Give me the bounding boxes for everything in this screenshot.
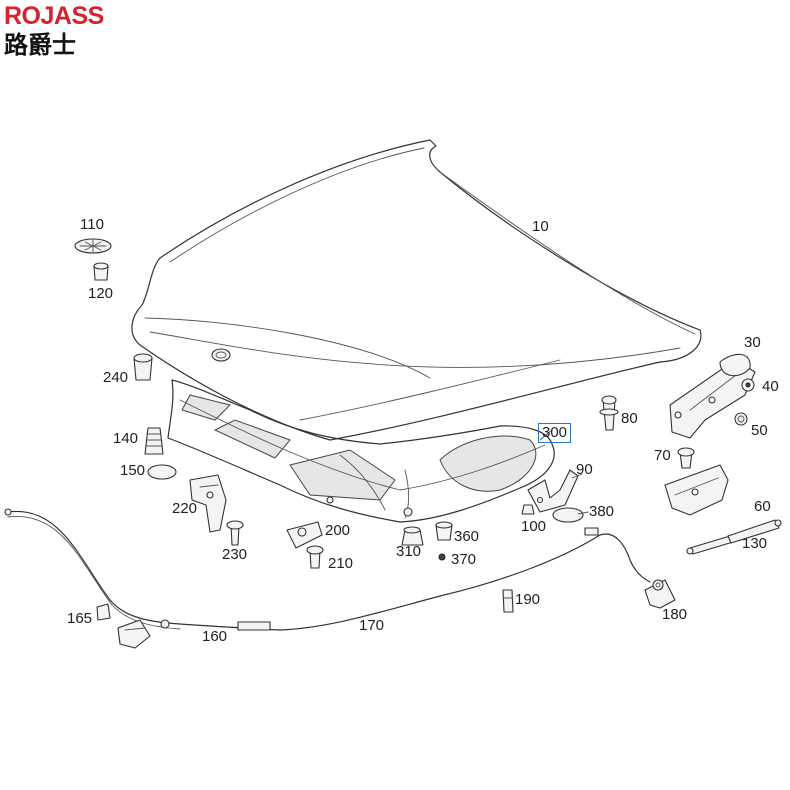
label-part-140: 140: [113, 430, 139, 447]
label-part-170: 170: [359, 617, 385, 634]
right-hinge-assembly: [669, 353, 756, 439]
release-handle-165: [96, 603, 170, 649]
label-part-370: 370: [451, 551, 477, 568]
label-part-150: 150: [120, 462, 146, 479]
label-part-210: 210: [328, 555, 354, 572]
release-cable: [4, 508, 651, 631]
label-part-80: 80: [621, 410, 638, 427]
brand-name-latin: ROJASS: [4, 2, 104, 30]
left-small-parts: [74, 238, 177, 480]
latch-bracket-90: [521, 469, 584, 523]
label-part-240: 240: [103, 369, 129, 386]
label-part-190: 190: [515, 591, 541, 608]
label-part-380: 380: [589, 503, 615, 520]
label-part-220: 220: [172, 500, 198, 517]
label-part-130: 130: [742, 535, 768, 552]
label-part-300-highlighted: 300: [538, 423, 572, 443]
hood-inner-frame: [167, 379, 555, 523]
label-part-160: 160: [202, 628, 228, 645]
hood-panel: [131, 139, 702, 441]
label-part-30: 30: [744, 334, 761, 351]
label-part-165: 165: [67, 610, 93, 627]
clip-190: [502, 589, 514, 613]
label-part-70: 70: [654, 447, 671, 464]
bracket-60: [664, 447, 729, 516]
label-part-10: 10: [532, 218, 549, 235]
brand-logo: ROJASS 路爵士: [4, 2, 104, 59]
brand-name-cjk: 路爵士: [4, 31, 76, 59]
leader-lines: [539, 429, 589, 515]
label-part-50: 50: [751, 422, 768, 439]
bumper-80: [599, 395, 619, 431]
label-part-230: 230: [222, 546, 248, 563]
label-part-120: 120: [88, 285, 114, 302]
left-hinge-assembly: [189, 474, 244, 546]
label-part-40: 40: [762, 378, 779, 395]
label-part-110: 110: [80, 216, 104, 233]
label-part-60: 60: [754, 498, 771, 515]
lower-latch-180: [644, 579, 676, 609]
label-part-100: 100: [521, 518, 547, 535]
latch-200: [286, 521, 324, 569]
label-part-200: 200: [325, 522, 351, 539]
gas-strut: [686, 519, 782, 555]
clips-310-370: [401, 521, 453, 561]
label-part-90: 90: [576, 461, 593, 478]
label-part-180: 180: [662, 606, 688, 623]
label-part-360: 360: [454, 528, 480, 545]
label-part-310: 310: [396, 543, 422, 560]
